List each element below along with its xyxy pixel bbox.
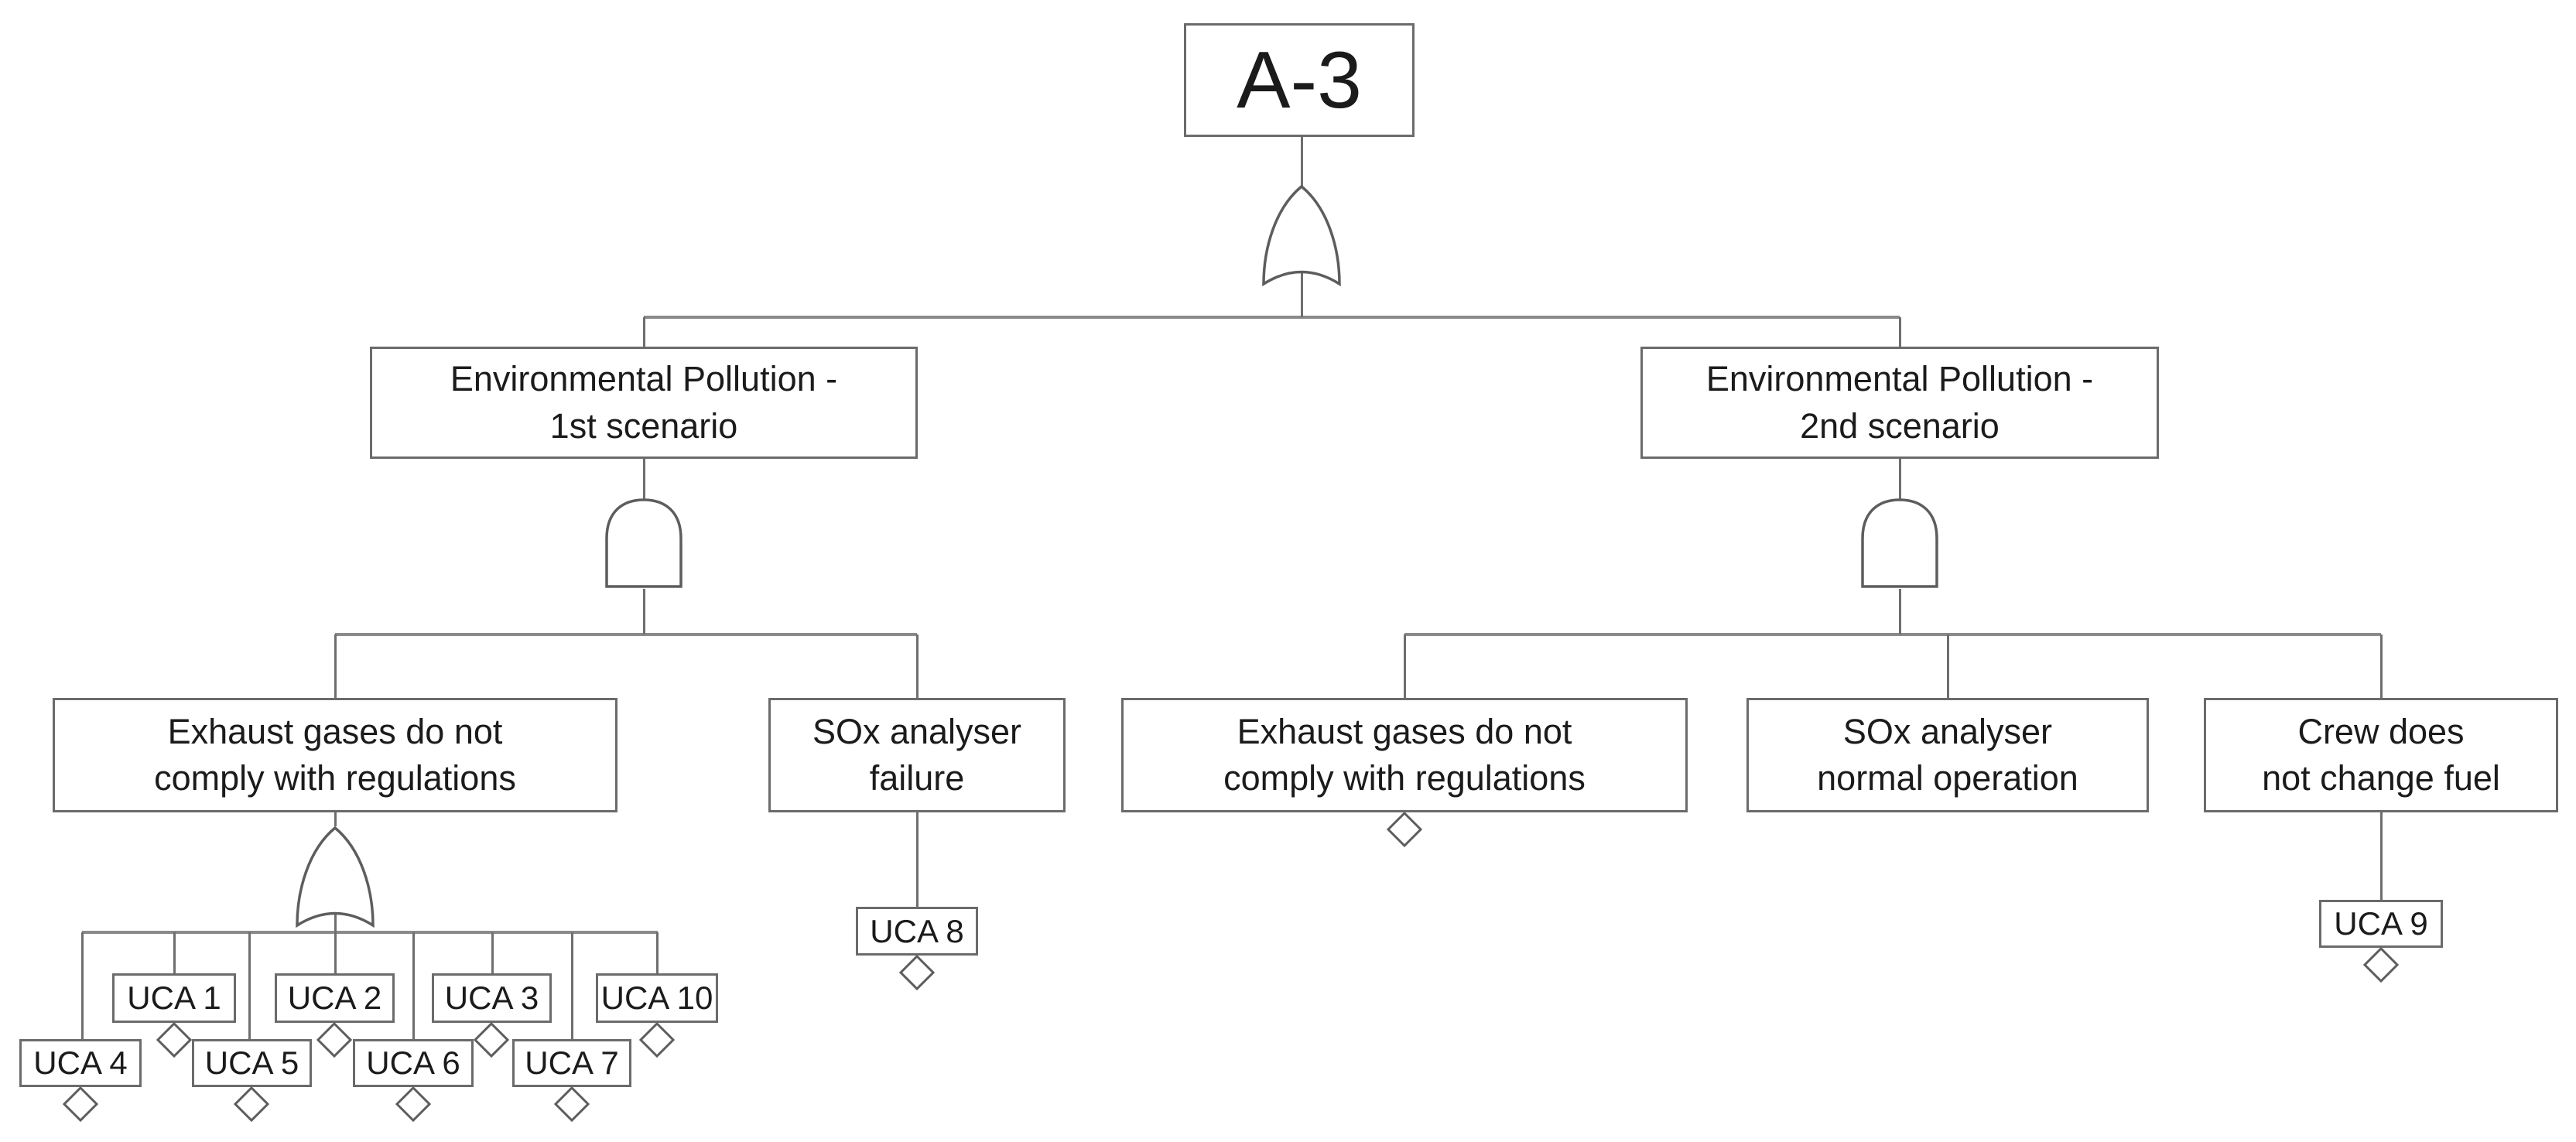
connector-line: [916, 634, 919, 699]
event-label: UCA 6: [366, 1045, 460, 1081]
connector-line: [334, 903, 337, 932]
connector-line: [491, 932, 494, 975]
undeveloped-event-icon: [316, 1022, 352, 1058]
undeveloped-event-icon: [156, 1022, 192, 1058]
bus-line: [335, 633, 917, 636]
basic-event-uca10: UCA 10: [596, 973, 718, 1023]
connector-line: [2380, 811, 2383, 901]
event-label: Environmental Pollution - 2nd scenario: [1705, 359, 2094, 446]
undeveloped-event-icon: [639, 1022, 675, 1058]
bus-line: [644, 316, 1900, 319]
event-label: UCA 7: [525, 1045, 619, 1081]
bus-line: [82, 931, 658, 934]
top-event-label: A-3: [1237, 35, 1362, 125]
bus-line: [1404, 633, 2381, 636]
or-gate-icon: [1262, 184, 1341, 287]
basic-event-uca1: UCA 1: [112, 973, 236, 1023]
basic-event-uca3: UCA 3: [432, 973, 552, 1023]
connector-line: [2380, 634, 2383, 699]
event-label: UCA 8: [870, 912, 964, 949]
connector-line: [248, 932, 251, 1041]
intermediate-event-scenario2: Environmental Pollution - 2nd scenario: [1640, 347, 2159, 459]
event-label: Exhaust gases do not comply with regulat…: [154, 711, 516, 798]
connector-line: [916, 811, 919, 908]
event-label: UCA 5: [204, 1045, 299, 1081]
event-label: SOx analyser normal operation: [1817, 711, 2078, 798]
connector-line: [643, 317, 645, 348]
connector-line: [1301, 262, 1303, 317]
intermediate-event-crew: Crew does not change fuel: [2204, 698, 2558, 812]
event-label: UCA 10: [600, 980, 713, 1016]
top-event-box: A-3: [1184, 23, 1415, 137]
connector-line: [1404, 634, 1406, 699]
connector-line: [656, 932, 659, 975]
basic-event-uca6: UCA 6: [353, 1039, 474, 1087]
connector-line: [643, 589, 645, 634]
intermediate-event-exhaust-s2: Exhaust gases do not comply with regulat…: [1121, 698, 1688, 812]
connector-line: [334, 932, 337, 975]
undeveloped-event-icon: [395, 1086, 431, 1122]
connector-line: [1301, 137, 1303, 187]
undeveloped-event-icon: [899, 955, 935, 990]
basic-event-uca7: UCA 7: [512, 1039, 631, 1087]
undeveloped-event-icon: [474, 1022, 509, 1058]
basic-event-uca4: UCA 4: [19, 1039, 142, 1087]
connector-line: [81, 932, 84, 1041]
or-gate-icon: [296, 826, 375, 928]
connector-line: [1899, 589, 1901, 634]
connector-line: [571, 932, 573, 1041]
connector-line: [1899, 457, 1901, 499]
connector-line: [412, 932, 415, 1041]
event-label: UCA 2: [287, 980, 382, 1016]
intermediate-event-scenario1: Environmental Pollution - 1st scenario: [370, 347, 918, 459]
intermediate-event-sox-failure: SOx analyser failure: [768, 698, 1066, 812]
connector-line: [334, 634, 337, 699]
event-label: UCA 1: [127, 980, 221, 1016]
undeveloped-event-icon: [2363, 947, 2399, 983]
event-label: Exhaust gases do not comply with regulat…: [1223, 711, 1586, 798]
connector-line: [334, 811, 337, 826]
event-label: UCA 3: [444, 980, 539, 1016]
undeveloped-event-icon: [554, 1086, 590, 1122]
intermediate-event-sox-normal: SOx analyser normal operation: [1746, 698, 2149, 812]
connector-line: [643, 457, 645, 499]
event-label: UCA 9: [2334, 905, 2428, 942]
connector-line: [1899, 317, 1901, 348]
and-gate-icon: [605, 498, 682, 588]
undeveloped-event-icon: [1387, 812, 1422, 847]
event-label: Crew does not change fuel: [2262, 711, 2500, 798]
basic-event-uca2: UCA 2: [275, 973, 395, 1023]
connector-line: [173, 932, 176, 975]
basic-event-uca5: UCA 5: [192, 1039, 312, 1087]
basic-event-uca9: UCA 9: [2319, 900, 2443, 948]
event-label: UCA 4: [33, 1045, 128, 1081]
basic-event-uca8: UCA 8: [856, 907, 978, 956]
undeveloped-event-icon: [234, 1086, 269, 1122]
event-label: SOx analyser failure: [812, 711, 1022, 798]
intermediate-event-exhaust-s1: Exhaust gases do not comply with regulat…: [53, 698, 617, 812]
connector-line: [1947, 634, 1949, 699]
event-label: Environmental Pollution - 1st scenario: [450, 359, 838, 446]
undeveloped-event-icon: [63, 1086, 98, 1122]
and-gate-icon: [1861, 498, 1938, 588]
